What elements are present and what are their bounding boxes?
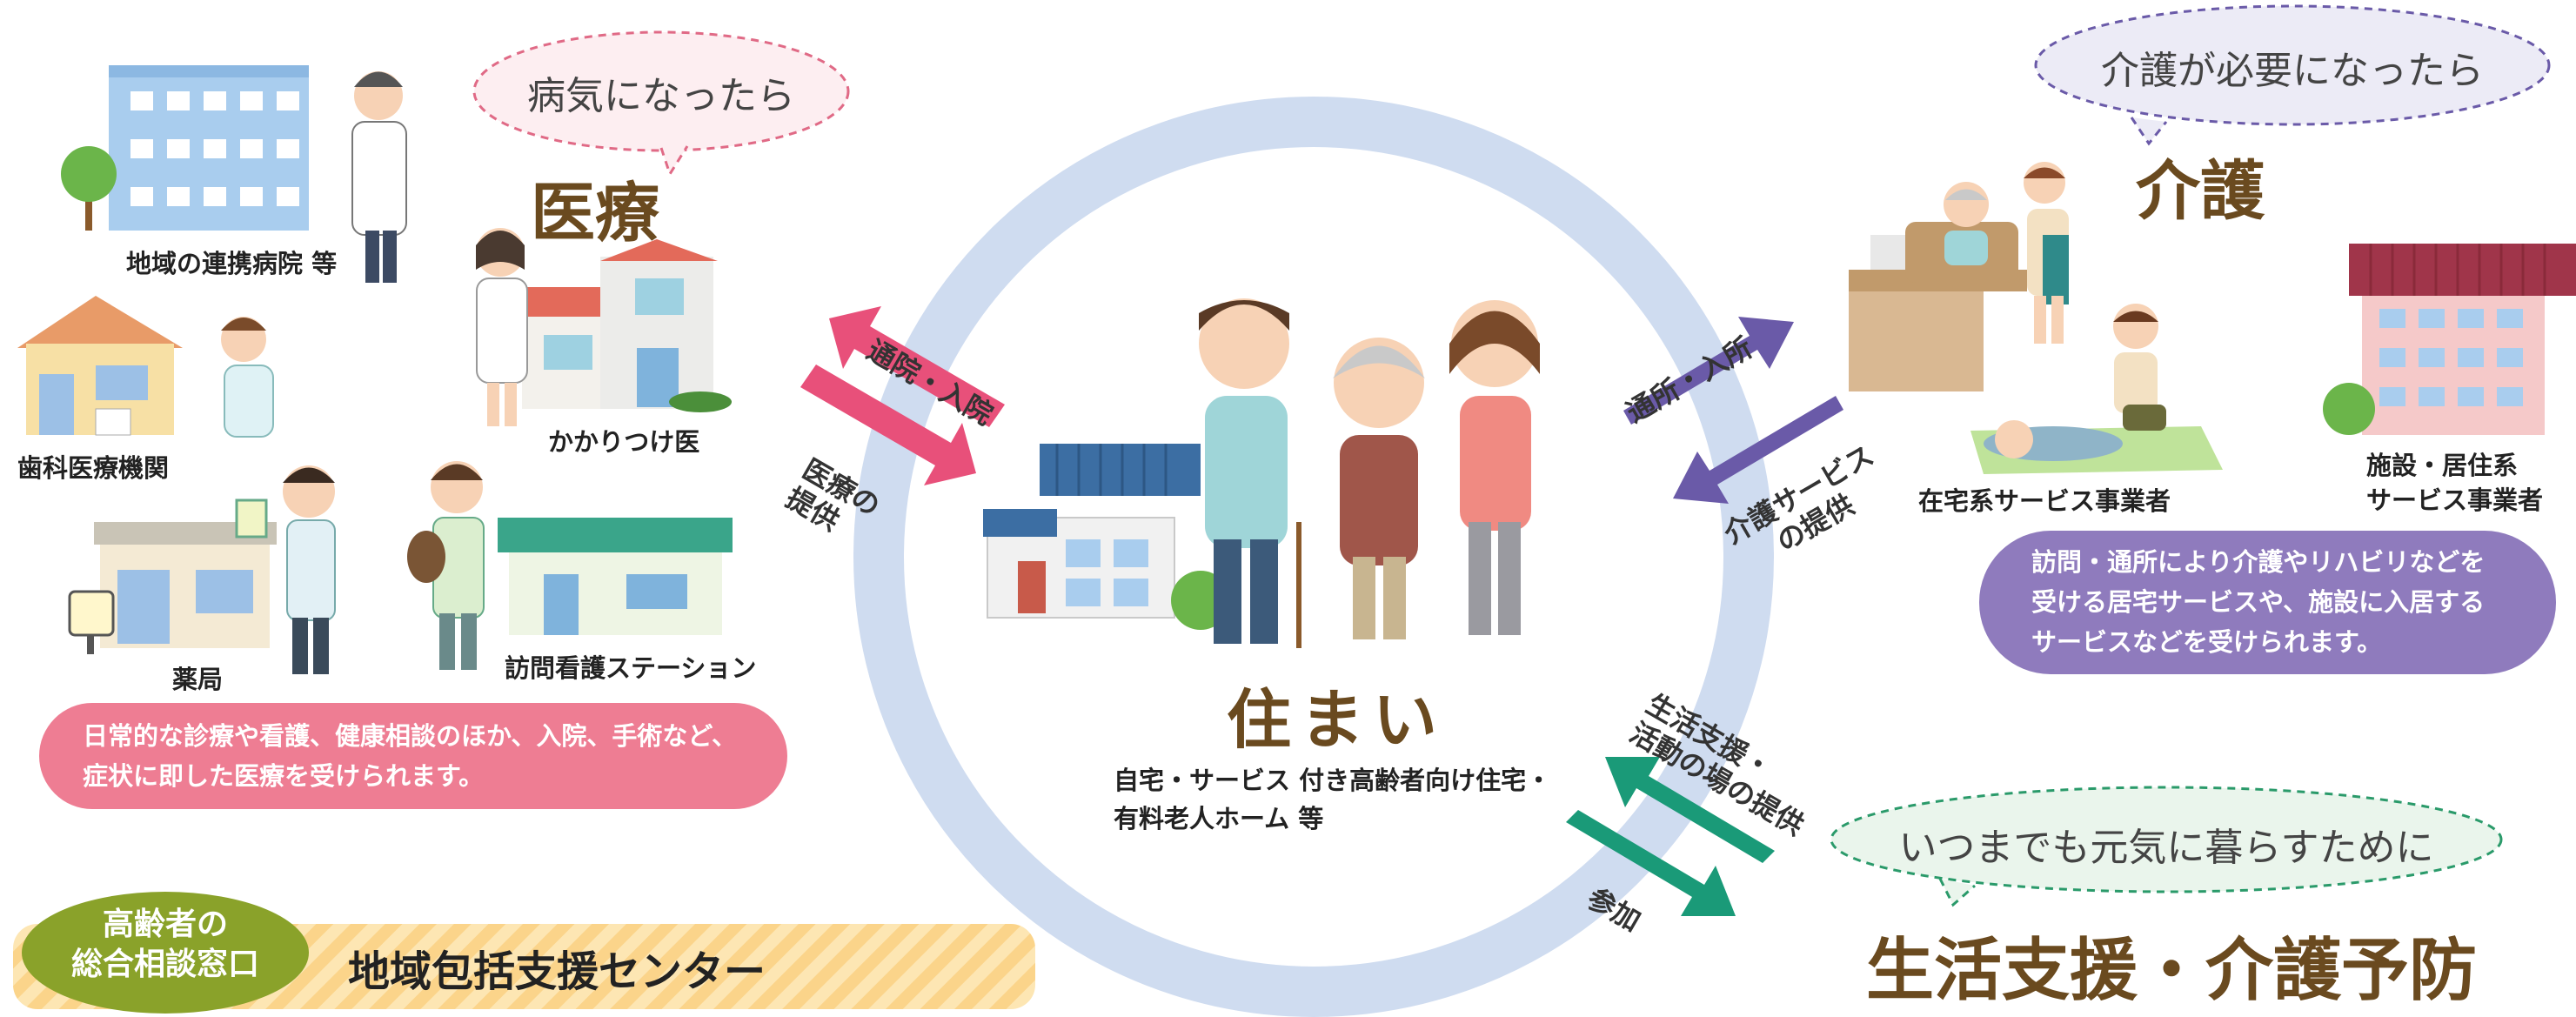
care-bubble-text: 介護が必要になったら [2101, 49, 2484, 93]
home-title: 住まい [1227, 683, 1446, 758]
care-description-box [1979, 531, 2556, 674]
arrow-to-care [1623, 317, 1794, 425]
home-care-illustration [1849, 162, 2223, 474]
nursing-station-illustration [407, 461, 733, 670]
prevention-title: 生活支援・介護予防 [1866, 932, 2478, 1010]
home-description-line: 自宅・サービス 付き高齢者向け住宅・ [1114, 766, 1552, 795]
nursing-station-label: 訪問看護ステーション [505, 653, 757, 683]
family-doctor-illustration [476, 228, 732, 426]
home-description-line: 有料老人ホーム 等 [1114, 804, 1324, 833]
home-illustration [983, 298, 1540, 648]
institution-provider-line: 施設・居住系 [2366, 451, 2519, 480]
medical-speech-bubble [472, 30, 850, 177]
center-badge-line: 総合相談窓口 [70, 947, 259, 982]
prevention-bubble-text: いつまでも元気に暮らすために [1898, 826, 2434, 870]
care-description-line: 受ける居宅サービスや、施設に入居する [2031, 587, 2486, 617]
hospital-label: 地域の連携病院 等 [126, 249, 338, 278]
center-badge-line: 高齢者の [102, 907, 228, 942]
care-speech-bubble [2034, 4, 2551, 146]
pharmacy-illustration [68, 465, 336, 674]
care-description: 訪問・通所により介護やリハビリなどを 受ける居宅サービスや、施設に入居する サー… [2031, 542, 2485, 662]
dental-clinic-label: 歯科医療機関 [17, 453, 170, 483]
medical-title: 医療 [531, 176, 659, 251]
dental-clinic-illustration [17, 296, 274, 438]
center-badge-text: 高齢者の 総合相談窓口 [35, 905, 296, 985]
care-description-line: 訪問・通所により介護やリハビリなどを [2031, 547, 2486, 577]
arrow-to-prevention [1566, 810, 1736, 916]
pharmacy-label: 薬局 [172, 665, 224, 694]
center-badge [22, 892, 309, 1014]
institution-illustration [2323, 244, 2576, 435]
arrow-from-care [1673, 396, 1843, 504]
prevention-speech-bubble [1830, 786, 2503, 907]
home-description: 自宅・サービス 付き高齢者向け住宅・ 有料老人ホーム 等 [1114, 761, 1551, 838]
medical-bubble-text: 病気になったら [527, 74, 795, 118]
family-doctor-label: かかりつけ医 [548, 427, 700, 457]
institution-provider-line: サービス事業者 [2366, 485, 2544, 515]
medical-description-line: 症状に即した医療を受けられます。 [83, 761, 485, 791]
arrow-to-medical [829, 306, 1005, 427]
care-title: 介護 [2136, 154, 2265, 229]
home-care-provider-label: 在宅系サービス事業者 [1918, 486, 2171, 516]
center-title: 地域包括支援センター [348, 947, 766, 996]
care-description-line: サービスなどを受けられます。 [2031, 627, 2383, 657]
medical-description-box [39, 703, 787, 809]
arrow-from-medical [800, 365, 976, 485]
hospital-illustration [61, 65, 407, 283]
arrow-from-prevention [1605, 757, 1775, 863]
medical-description-line: 日常的な診療や看護、健康相談のほか、入院、手術など、 [83, 721, 737, 751]
community-ring [853, 97, 1774, 1017]
institution-provider-label: 施設・居住系 サービス事業者 [2366, 448, 2543, 518]
medical-description: 日常的な診療や看護、健康相談のほか、入院、手術など、 症状に即した医療を受けられ… [83, 716, 737, 796]
